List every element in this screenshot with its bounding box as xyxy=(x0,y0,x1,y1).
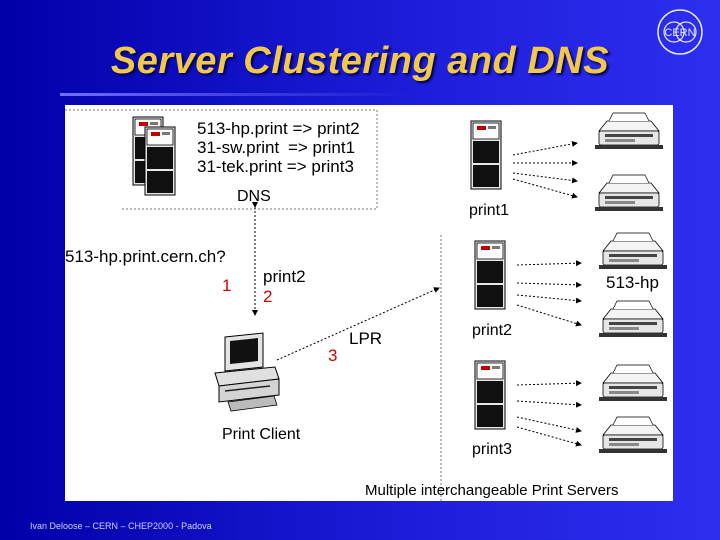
lpr-label: LPR xyxy=(349,329,383,348)
print-client-label: Print Client xyxy=(222,426,301,443)
dns-mapping-row: 31-sw.print => print1 xyxy=(197,138,356,157)
dns-query-label: 513-hp.print.cern.ch? xyxy=(65,247,226,266)
slide-title: Server Clustering and DNS xyxy=(110,40,610,82)
printer-group-label: 513-hp xyxy=(606,273,659,292)
diagram-caption: Multiple interchangeable Print Servers xyxy=(365,482,619,499)
print-server-2-label: print2 xyxy=(472,322,513,339)
step-3-number: 3 xyxy=(328,346,338,365)
server-printer-arrows xyxy=(512,140,582,447)
step-2-number: 2 xyxy=(263,287,273,306)
printer-icon-2 xyxy=(594,174,664,212)
print-server-1-icon xyxy=(470,120,502,190)
print-server-3-icon xyxy=(474,360,506,430)
diagram-panel: 513-hp.print => print2 31-sw.print => pr… xyxy=(65,105,673,501)
print-server-1-label: print1 xyxy=(469,202,510,219)
diagram-canvas xyxy=(65,109,668,501)
printer-icon-1 xyxy=(594,112,664,150)
printer-icon-4 xyxy=(598,300,668,338)
logo-text: CERN xyxy=(664,27,695,39)
printer-icon-6 xyxy=(598,416,668,454)
dns-mapping-table: 513-hp.print => print2 31-sw.print => pr… xyxy=(197,119,360,176)
slide-footer: Ivan Deloose – CERN – CHEP2000 - Padova xyxy=(30,521,212,531)
title-underline xyxy=(60,93,410,96)
lpr-arrow xyxy=(276,287,440,361)
printer-icon-5 xyxy=(598,364,668,402)
step-1-number: 1 xyxy=(222,276,232,295)
dns-server-icon xyxy=(132,116,176,196)
dns-mapping-row: 513-hp.print => print2 xyxy=(197,119,360,138)
dns-box-outline xyxy=(65,109,378,210)
dns-reply-label: print2 xyxy=(263,267,306,286)
cern-logo-icon: CERN xyxy=(657,9,703,55)
dns-label: DNS xyxy=(237,188,271,205)
dns-mapping-row: 31-tek.print => print3 xyxy=(197,157,354,176)
printer-icon-3 xyxy=(598,232,668,270)
print-client-icon xyxy=(214,332,280,412)
print-server-2-icon xyxy=(474,240,506,310)
print-server-3-label: print3 xyxy=(472,441,513,458)
